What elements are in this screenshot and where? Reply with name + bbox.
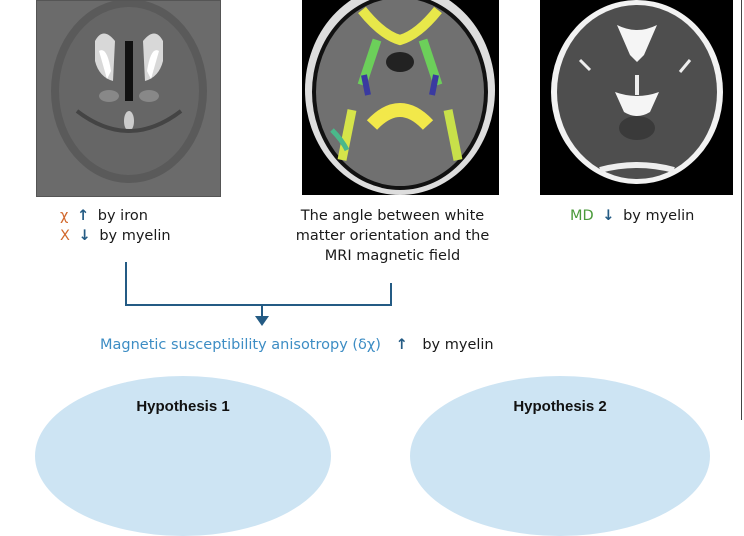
qsm-image-panel	[36, 0, 221, 197]
angle-caption-line1: The angle between white	[300, 208, 485, 224]
hypothesis-1-title: Hypothesis 1	[136, 398, 230, 415]
chi-symbol: χ	[60, 208, 69, 224]
frame-edge	[741, 0, 742, 420]
susceptibility-caption: χ ↑ by iron X ↓ by myelin	[60, 206, 171, 246]
md-effect-text: by myelin	[623, 208, 695, 224]
anisotropy-result: Magnetic susceptibility anisotropy (δχ) …	[100, 335, 494, 355]
arrow-down-icon	[255, 316, 269, 326]
connector-down	[261, 304, 263, 318]
md-image-panel	[540, 0, 733, 195]
connector-left	[125, 262, 127, 306]
iron-effect-text: by iron	[97, 208, 148, 224]
fiber-orientation-image-panel	[302, 0, 499, 195]
md-caption: MD ↓ by myelin	[570, 206, 694, 226]
iron-effect-line: χ ↑ by iron	[60, 206, 171, 226]
arrow-up-icon: ↑	[77, 208, 90, 224]
arrow-down-icon: ↓	[78, 228, 91, 244]
angle-caption: The angle between white matter orientati…	[270, 206, 515, 266]
myelin-effect-line: X ↓ by myelin	[60, 226, 171, 246]
arrow-up-icon: ↑	[395, 337, 408, 353]
myelin-effect-text: by myelin	[99, 228, 171, 244]
anisotropy-label: Magnetic susceptibility anisotropy (δχ)	[100, 337, 381, 353]
connector-horizontal	[125, 304, 392, 306]
connector-right	[390, 283, 392, 306]
angle-caption-line3: MRI magnetic field	[324, 248, 461, 264]
md-symbol: MD	[570, 208, 594, 224]
anisotropy-effect-text: by myelin	[422, 337, 494, 353]
hypothesis-2-title: Hypothesis 2	[513, 398, 607, 415]
chi-symbol: X	[60, 228, 70, 244]
arrow-down-icon: ↓	[602, 208, 615, 224]
angle-caption-line2: matter orientation and the	[295, 228, 490, 244]
